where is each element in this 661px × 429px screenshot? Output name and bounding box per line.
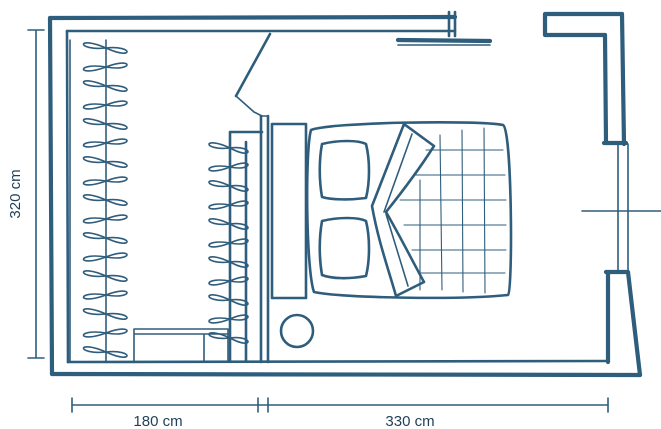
hanger	[208, 314, 249, 324]
hanger	[82, 100, 128, 110]
wardrobe-left	[69, 39, 128, 362]
tall-cabinet	[270, 122, 308, 300]
round-stool	[279, 313, 315, 349]
double-bed	[305, 120, 513, 300]
wall-bottom-inner	[66, 359, 609, 364]
hanger	[82, 194, 128, 206]
hanger	[82, 346, 128, 358]
hanger	[82, 308, 128, 320]
quilt-grid	[399, 127, 507, 294]
door-stop	[235, 95, 263, 117]
hanger	[82, 214, 128, 224]
wall-bottom-outer	[49, 371, 643, 378]
partition-wall	[234, 32, 272, 364]
width-right-label: 330 cm	[385, 413, 434, 429]
hanger	[208, 180, 249, 192]
wall-left-inner	[65, 29, 70, 364]
hanger	[82, 232, 128, 244]
width-left-label: 180 cm	[133, 413, 182, 429]
outer-walls	[47, 10, 661, 378]
hanger	[208, 142, 249, 154]
wardrobe-unit	[133, 130, 264, 363]
hanger	[82, 138, 128, 148]
hanger	[82, 42, 128, 54]
wall-left-outer	[47, 15, 55, 377]
wall-top-end	[447, 10, 457, 38]
hanger	[208, 294, 249, 306]
hanger	[208, 256, 249, 268]
dimension-height: 320 cm	[7, 29, 45, 359]
hangers-left	[82, 42, 128, 358]
hanger	[208, 332, 249, 344]
wall-top-outer	[47, 14, 458, 21]
hanger	[82, 62, 128, 72]
pillow-top	[318, 139, 371, 201]
hanger	[82, 328, 128, 338]
hanger	[82, 290, 128, 300]
hanger	[208, 276, 249, 286]
hanger	[208, 162, 249, 172]
wall-right-lower	[603, 269, 643, 378]
right-window	[581, 143, 661, 273]
hanger	[82, 176, 128, 186]
hanger	[82, 118, 128, 130]
hanger	[208, 218, 249, 230]
wall-right-upper	[542, 11, 629, 147]
hanger	[208, 238, 249, 248]
bed-frame	[305, 120, 513, 300]
hanger	[82, 252, 128, 262]
height-label: 320 cm	[7, 169, 24, 218]
hanger	[82, 80, 128, 92]
pillow-bottom	[318, 216, 371, 280]
hanger	[82, 270, 128, 282]
hangers-inner	[208, 142, 249, 344]
dimension-width: 180 cm 330 cm	[71, 397, 609, 429]
hanger	[208, 200, 249, 210]
duvet-fold	[370, 122, 436, 298]
low-shelf	[133, 328, 229, 362]
door-leaf	[234, 32, 272, 98]
sliding-door-bar	[395, 37, 493, 44]
hanger	[82, 156, 128, 168]
